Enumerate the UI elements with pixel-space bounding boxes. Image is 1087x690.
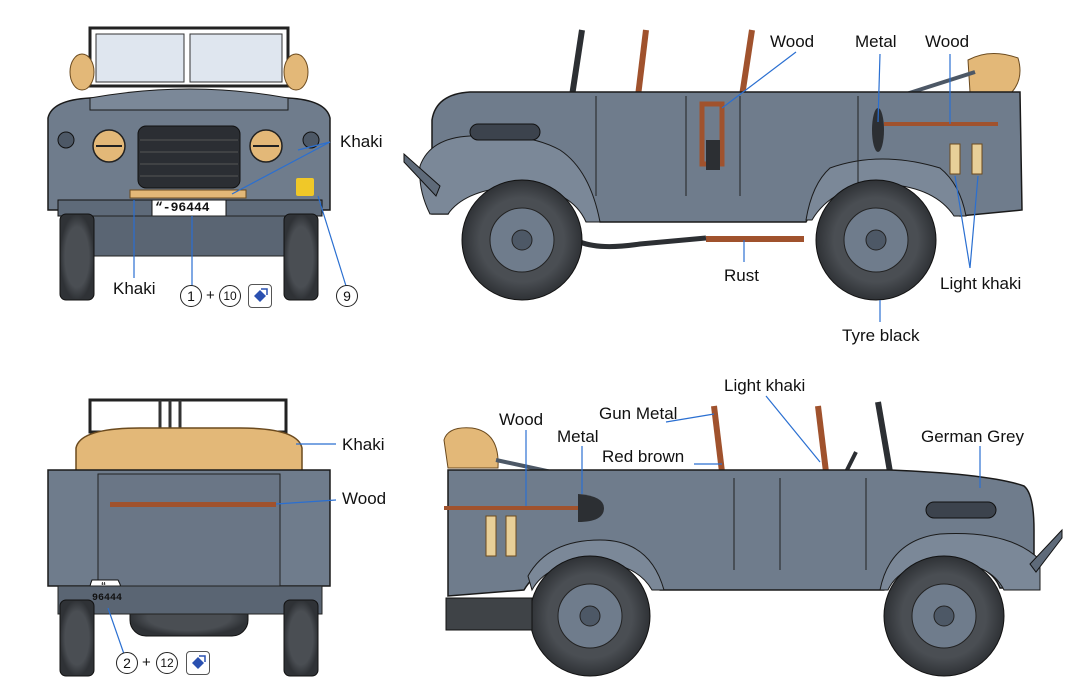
front-view xyxy=(47,26,347,301)
side-view-right xyxy=(443,395,1063,677)
front-decal-number-1: 1 xyxy=(180,285,202,307)
rear-khaki-label: Khaki xyxy=(342,435,385,454)
decal-icon xyxy=(248,284,272,308)
side2-german-grey-label: German Grey xyxy=(921,427,1024,446)
rear-license-plate-number: 96444 xyxy=(92,593,123,604)
front-license-plate: “-96444 xyxy=(155,200,210,215)
decal-icon xyxy=(186,651,210,675)
side2-light-khaki-label: Light khaki xyxy=(724,376,806,395)
rear-license-plate-mark: “ xyxy=(101,581,106,592)
side1-metal-label: Metal xyxy=(855,32,897,51)
side2-red-brown-label: Red brown xyxy=(602,447,685,466)
front-khaki-label-left: Khaki xyxy=(113,279,156,298)
side-view-left xyxy=(403,29,1023,322)
side1-tyre-black-label: Tyre black xyxy=(842,326,920,345)
side2-gun-metal-label: Gun Metal xyxy=(599,404,678,423)
side1-wood-label-a: Wood xyxy=(770,32,815,51)
rear-decal-number-12: 12 xyxy=(156,652,178,674)
side1-wood-label-b: Wood xyxy=(925,32,970,51)
side2-metal-label: Metal xyxy=(557,427,599,446)
rear-view xyxy=(47,398,337,677)
front-khaki-label-right: Khaki xyxy=(340,132,383,151)
front-plus-sign: + xyxy=(206,287,215,304)
side1-rust-label: Rust xyxy=(724,266,759,285)
rear-decal-number-2: 2 xyxy=(116,652,138,674)
rear-plus-sign: + xyxy=(142,654,151,671)
side1-light-khaki-label: Light khaki xyxy=(940,274,1022,293)
side2-wood-label: Wood xyxy=(499,410,544,429)
front-decal-number-10: 10 xyxy=(219,285,241,307)
front-decal-number-9: 9 xyxy=(336,285,358,307)
rear-wood-label: Wood xyxy=(342,489,387,508)
